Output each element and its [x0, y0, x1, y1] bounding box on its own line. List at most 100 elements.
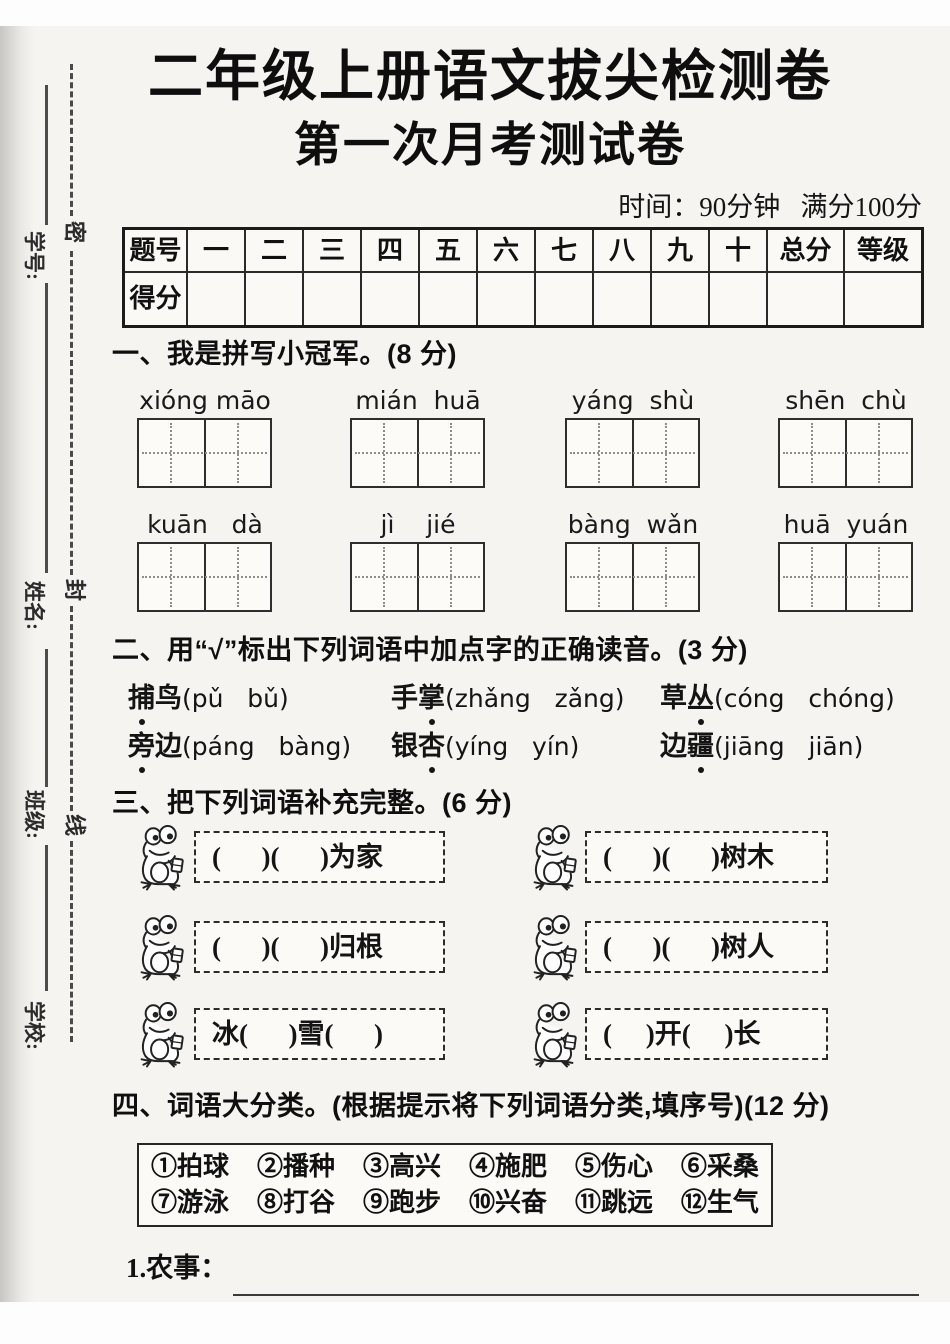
- score-cell[interactable]: [478, 273, 536, 325]
- score-cell[interactable]: [652, 273, 710, 325]
- grid-cell[interactable]: [634, 420, 699, 486]
- word-bank-item: ⑨跑步: [362, 1188, 441, 1218]
- question-1-label: 1.农事：: [126, 1253, 228, 1283]
- page-subtitle: 第一次月考测试卷: [294, 120, 686, 172]
- table-header-cell: 三: [304, 230, 362, 273]
- completion-box[interactable]: ( )( )树人: [585, 921, 828, 973]
- seal-label-class: 班级:: [22, 790, 46, 839]
- word-bank-item: ①拍球: [151, 1152, 230, 1182]
- grid-cell[interactable]: [206, 420, 271, 486]
- photo-edge-top: [0, 0, 950, 26]
- word-bank-item: ④施肥: [468, 1152, 547, 1182]
- grid-cell[interactable]: [780, 420, 847, 486]
- grid-cell[interactable]: [634, 544, 699, 610]
- emphasized-char: 丛: [687, 682, 714, 725]
- word-bank-row: ⑦游泳 ⑧打谷 ⑨跑步 ⑩兴奋 ⑪跳远 ⑫生气: [151, 1187, 759, 1218]
- grid-cell[interactable]: [847, 544, 912, 610]
- seal-dashed-line: [70, 841, 73, 1042]
- seal-dashed-line: [70, 64, 73, 216]
- section-2-title: 二、用“√”标出下列词语中加点字的正确读音。(3 分): [112, 635, 748, 665]
- exam-meta-info: 时间：90分钟 满分100分: [618, 192, 922, 222]
- table-header-cell: 四: [362, 230, 420, 273]
- seal-label-school: 学校:: [22, 1001, 46, 1050]
- score-cell[interactable]: [536, 273, 594, 325]
- section-3-title: 三、把下列词语补充完整。(6 分): [112, 788, 512, 818]
- grid-cell[interactable]: [352, 420, 419, 486]
- pinyin-word-label: bàng wǎn: [567, 510, 699, 539]
- pronunciation-item: 手掌(zhǎng zǎng): [391, 682, 625, 725]
- table-header-cell: 十: [710, 230, 768, 273]
- frog-icon: [140, 1002, 184, 1068]
- pinyin-grid: [137, 542, 272, 612]
- seal-char-xian: 线: [62, 814, 87, 837]
- pinyin-options[interactable]: (yíng yín): [445, 732, 580, 761]
- table-header-cell: 六: [478, 230, 536, 273]
- seal-label-student-id: 学号:: [22, 231, 46, 280]
- table-header-cell: 总分: [768, 230, 845, 273]
- score-table: 题号 一 二 三 四 五 六 七 八 九 十 总分 等级 得分: [122, 227, 924, 328]
- emphasized-char: 杏: [418, 730, 445, 773]
- score-cell[interactable]: [710, 273, 768, 325]
- word-part: 鸟: [155, 683, 182, 713]
- grid-cell[interactable]: [567, 544, 634, 610]
- grid-cell[interactable]: [780, 544, 847, 610]
- photo-edge-left: [0, 0, 34, 1344]
- word-bank-item: ⑩兴奋: [468, 1188, 547, 1218]
- pinyin-options[interactable]: (jiāng jiān): [714, 732, 864, 761]
- pinyin-options[interactable]: (zhǎng zǎng): [445, 684, 625, 713]
- grid-cell[interactable]: [419, 420, 484, 486]
- grid-cell[interactable]: [139, 420, 206, 486]
- table-header-cell: 等级: [845, 230, 921, 273]
- pronunciation-item: 银杏(yíng yín): [391, 730, 580, 773]
- frog-icon: [533, 915, 577, 981]
- section-4-title: 四、词语大分类。(根据提示将下列词语分类,填序号)(12 分): [112, 1091, 830, 1121]
- answer-line[interactable]: [233, 1294, 919, 1296]
- pinyin-grid: [565, 418, 700, 488]
- score-cell[interactable]: [768, 273, 845, 325]
- pinyin-word-label: xióng māo: [139, 386, 271, 415]
- pinyin-grid: [350, 418, 485, 488]
- completion-box[interactable]: 冰( )雪( ): [194, 1008, 445, 1060]
- word-part: 手: [391, 683, 418, 713]
- completion-box[interactable]: ( )( )树木: [585, 831, 828, 883]
- pinyin-word-label: yáng shù: [571, 386, 695, 415]
- grid-cell[interactable]: [847, 420, 912, 486]
- score-cell[interactable]: [420, 273, 478, 325]
- score-cell[interactable]: [362, 273, 420, 325]
- completion-box[interactable]: ( )( )为家: [194, 831, 445, 883]
- score-cell[interactable]: [845, 273, 921, 325]
- seal-solid-line: [45, 283, 48, 573]
- word-bank-item: ⑥采桑: [680, 1152, 759, 1182]
- table-header-cell: 九: [652, 230, 710, 273]
- seal-dashed-line: [70, 251, 73, 575]
- grid-cell[interactable]: [352, 544, 419, 610]
- pinyin-options[interactable]: (páng bàng): [182, 732, 352, 761]
- word-bank-item: ②播种: [256, 1152, 335, 1182]
- grid-cell[interactable]: [567, 420, 634, 486]
- completion-box[interactable]: ( )( )归根: [194, 921, 445, 973]
- table-header-cell: 一: [188, 230, 246, 273]
- pinyin-word-label: shēn chù: [785, 386, 907, 415]
- word-bank-row: ①拍球 ②播种 ③高兴 ④施肥 ⑤伤心 ⑥采桑: [151, 1151, 759, 1182]
- pinyin-word-label: mián huā: [355, 386, 481, 415]
- word-bank-item: ③高兴: [362, 1152, 441, 1182]
- pinyin-options[interactable]: (pǔ bǔ): [182, 684, 289, 713]
- score-cell[interactable]: [246, 273, 304, 325]
- pinyin-options[interactable]: (cóng chóng): [714, 684, 895, 713]
- score-row-label: 得分: [125, 273, 188, 325]
- seal-label-name: 姓名:: [22, 581, 46, 630]
- word-part: 边: [155, 731, 182, 761]
- table-header-cell: 题号: [125, 230, 188, 273]
- completion-box[interactable]: ( )开( )长: [585, 1008, 828, 1060]
- grid-cell[interactable]: [206, 544, 271, 610]
- photo-edge-bottom: [0, 1302, 950, 1344]
- score-cell[interactable]: [304, 273, 362, 325]
- pinyin-grid: [778, 542, 913, 612]
- score-cell[interactable]: [188, 273, 246, 325]
- grid-cell[interactable]: [139, 544, 206, 610]
- grid-cell[interactable]: [419, 544, 484, 610]
- pinyin-word-label: kuān dà: [147, 510, 263, 539]
- score-cell[interactable]: [594, 273, 652, 325]
- table-header-cell: 八: [594, 230, 652, 273]
- pinyin-word-label: huā yuán: [783, 510, 909, 539]
